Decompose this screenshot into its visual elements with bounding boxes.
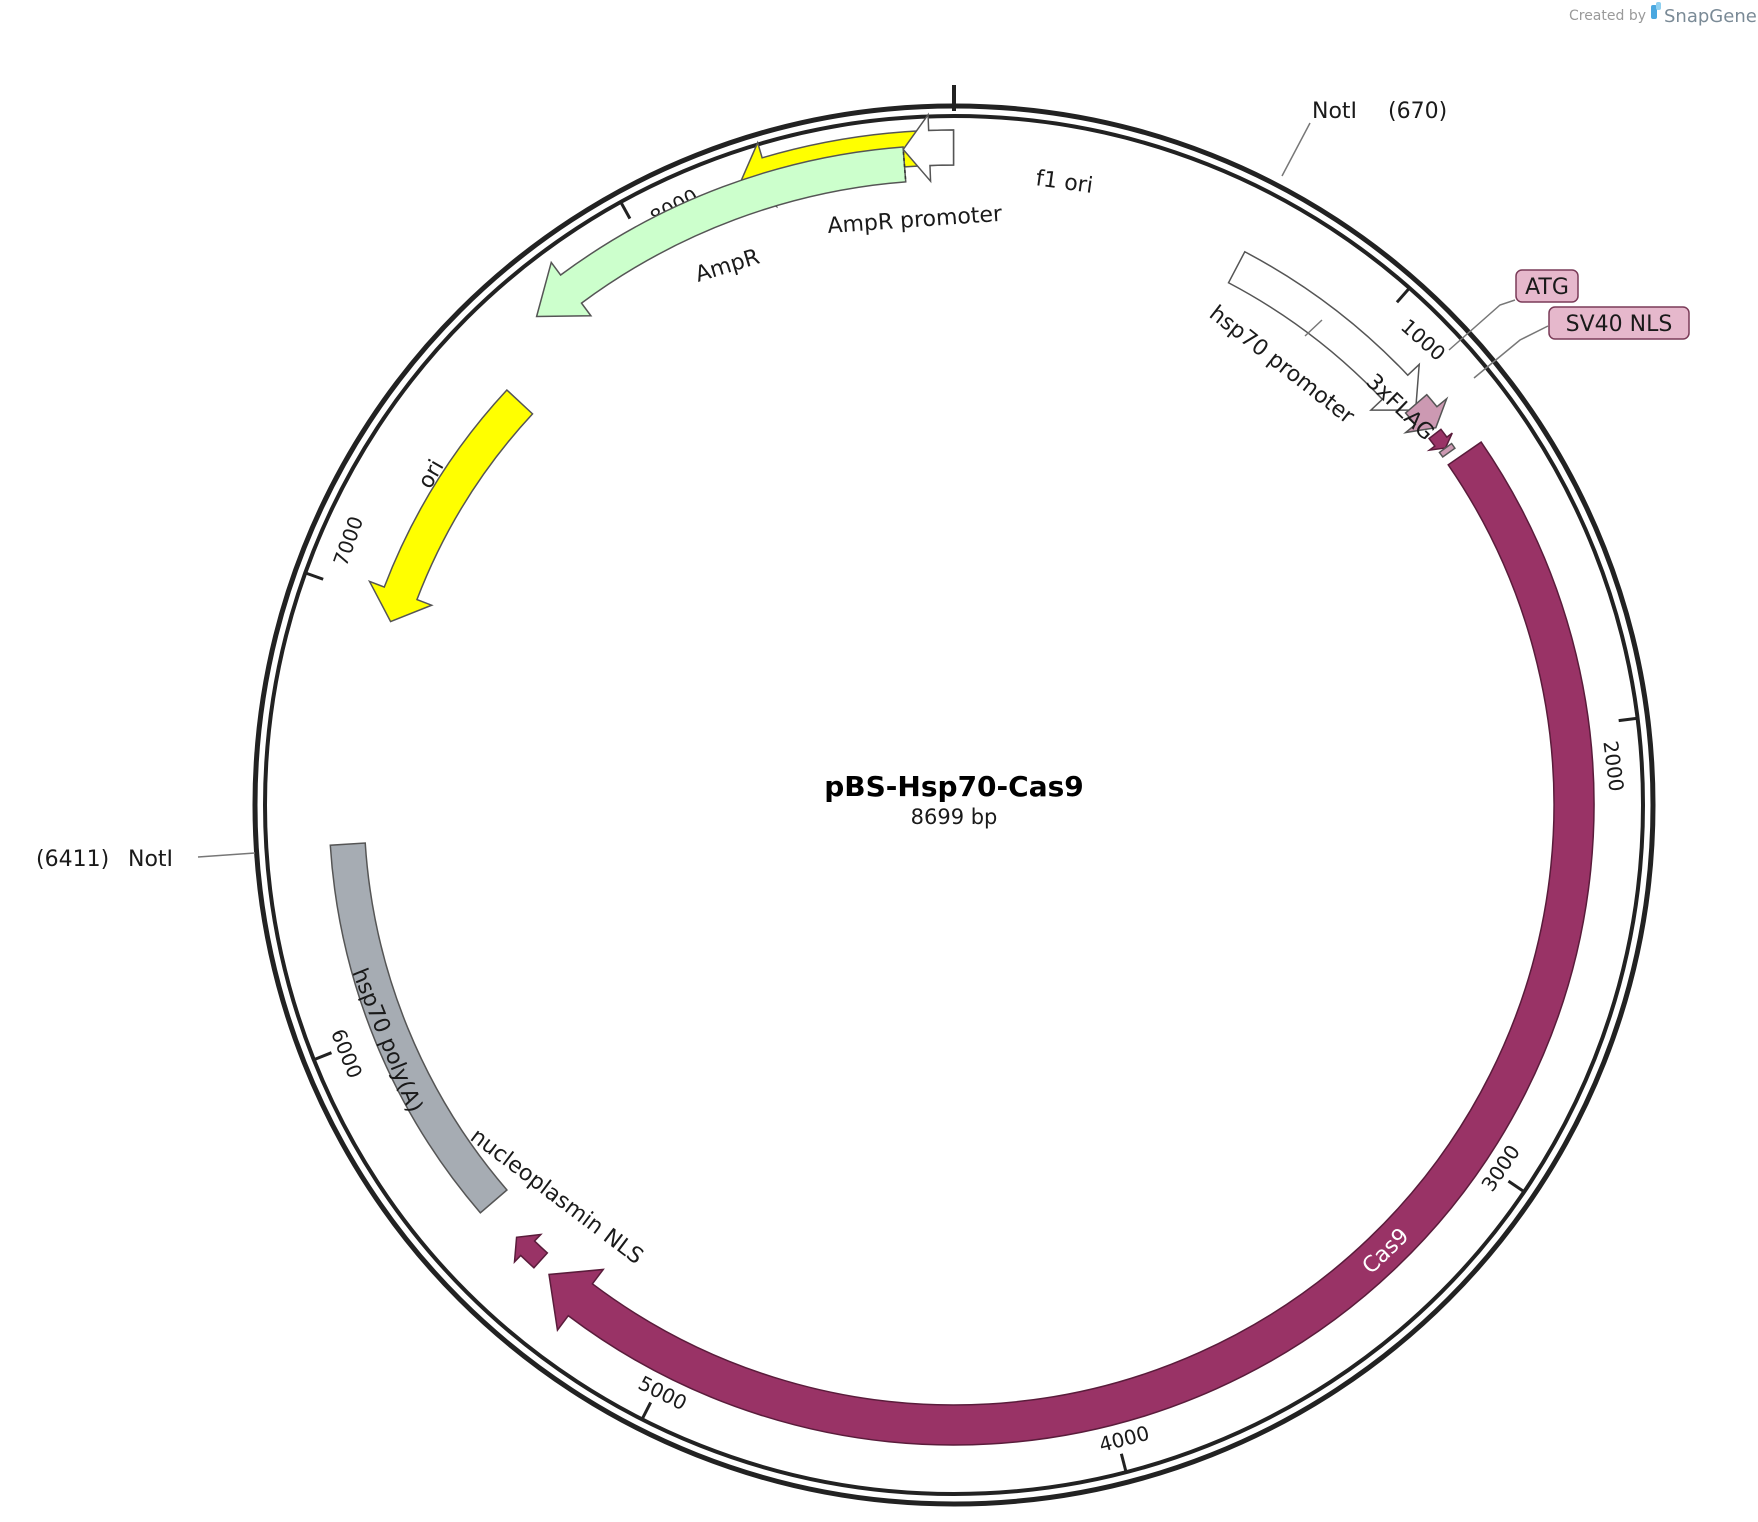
site-position: (6411) (36, 847, 109, 872)
snapgene-logo-icon (1651, 2, 1661, 19)
tick-mark (1119, 1453, 1128, 1473)
tick-label: 2000 (1598, 739, 1628, 793)
feature-hsp70-poly-a[interactable] (329, 842, 508, 1214)
tick-mark (304, 571, 324, 581)
tick-label: 7000 (328, 513, 368, 569)
tick-label: 6000 (326, 1025, 367, 1081)
features (329, 112, 1595, 1446)
label-sv40-nls[interactable]: SV40 NLS (1473, 306, 1690, 379)
tick-mark (313, 1051, 333, 1062)
label-f1-ori: f1 ori (1034, 166, 1094, 199)
site-name: NotI (1312, 99, 1357, 124)
feature-ori[interactable] (367, 388, 534, 623)
site-position: (670) (1388, 99, 1447, 124)
feature-ampr-promoter[interactable] (902, 112, 955, 184)
tick-mark (1618, 716, 1638, 723)
feature-atg[interactable] (1403, 393, 1449, 434)
label-ampr: AmpR (692, 245, 762, 288)
tick-label: 1000 (1396, 314, 1450, 366)
feature-nucleoplasmin-nls[interactable] (513, 1233, 549, 1269)
site-notI-6411[interactable]: (6411) NotI (36, 847, 256, 872)
feature-ampr[interactable] (535, 146, 907, 318)
site-name: NotI (128, 847, 173, 872)
label-ampr-promoter: AmpR promoter (827, 202, 1004, 239)
tick-mark (619, 201, 632, 220)
label-atg[interactable]: ATG (1448, 269, 1579, 351)
label-sv40-nls-text: SV40 NLS (1566, 312, 1673, 337)
hsp70-promoter-leader (1304, 319, 1323, 337)
ampr-divider (902, 149, 907, 179)
tick-mark (1507, 1179, 1526, 1194)
label-atg-text: ATG (1525, 275, 1569, 300)
feature-3xflag[interactable] (1426, 428, 1453, 452)
feature-sv40-nls[interactable] (1438, 442, 1457, 459)
feature-cas9[interactable] (548, 441, 1595, 1446)
tick-mark (640, 1401, 652, 1421)
plasmid-name: pBS-Hsp70-Cas9 (824, 770, 1084, 803)
tick-mark (1395, 287, 1411, 304)
plasmid-length: 8699 bp (911, 805, 998, 829)
credit-brand: SnapGene (1664, 6, 1757, 27)
credit-created-by: Created by (1569, 8, 1646, 24)
feature-hsp70-promoter[interactable] (1227, 250, 1421, 411)
site-notI-670[interactable]: NotI (670) (1281, 99, 1447, 177)
